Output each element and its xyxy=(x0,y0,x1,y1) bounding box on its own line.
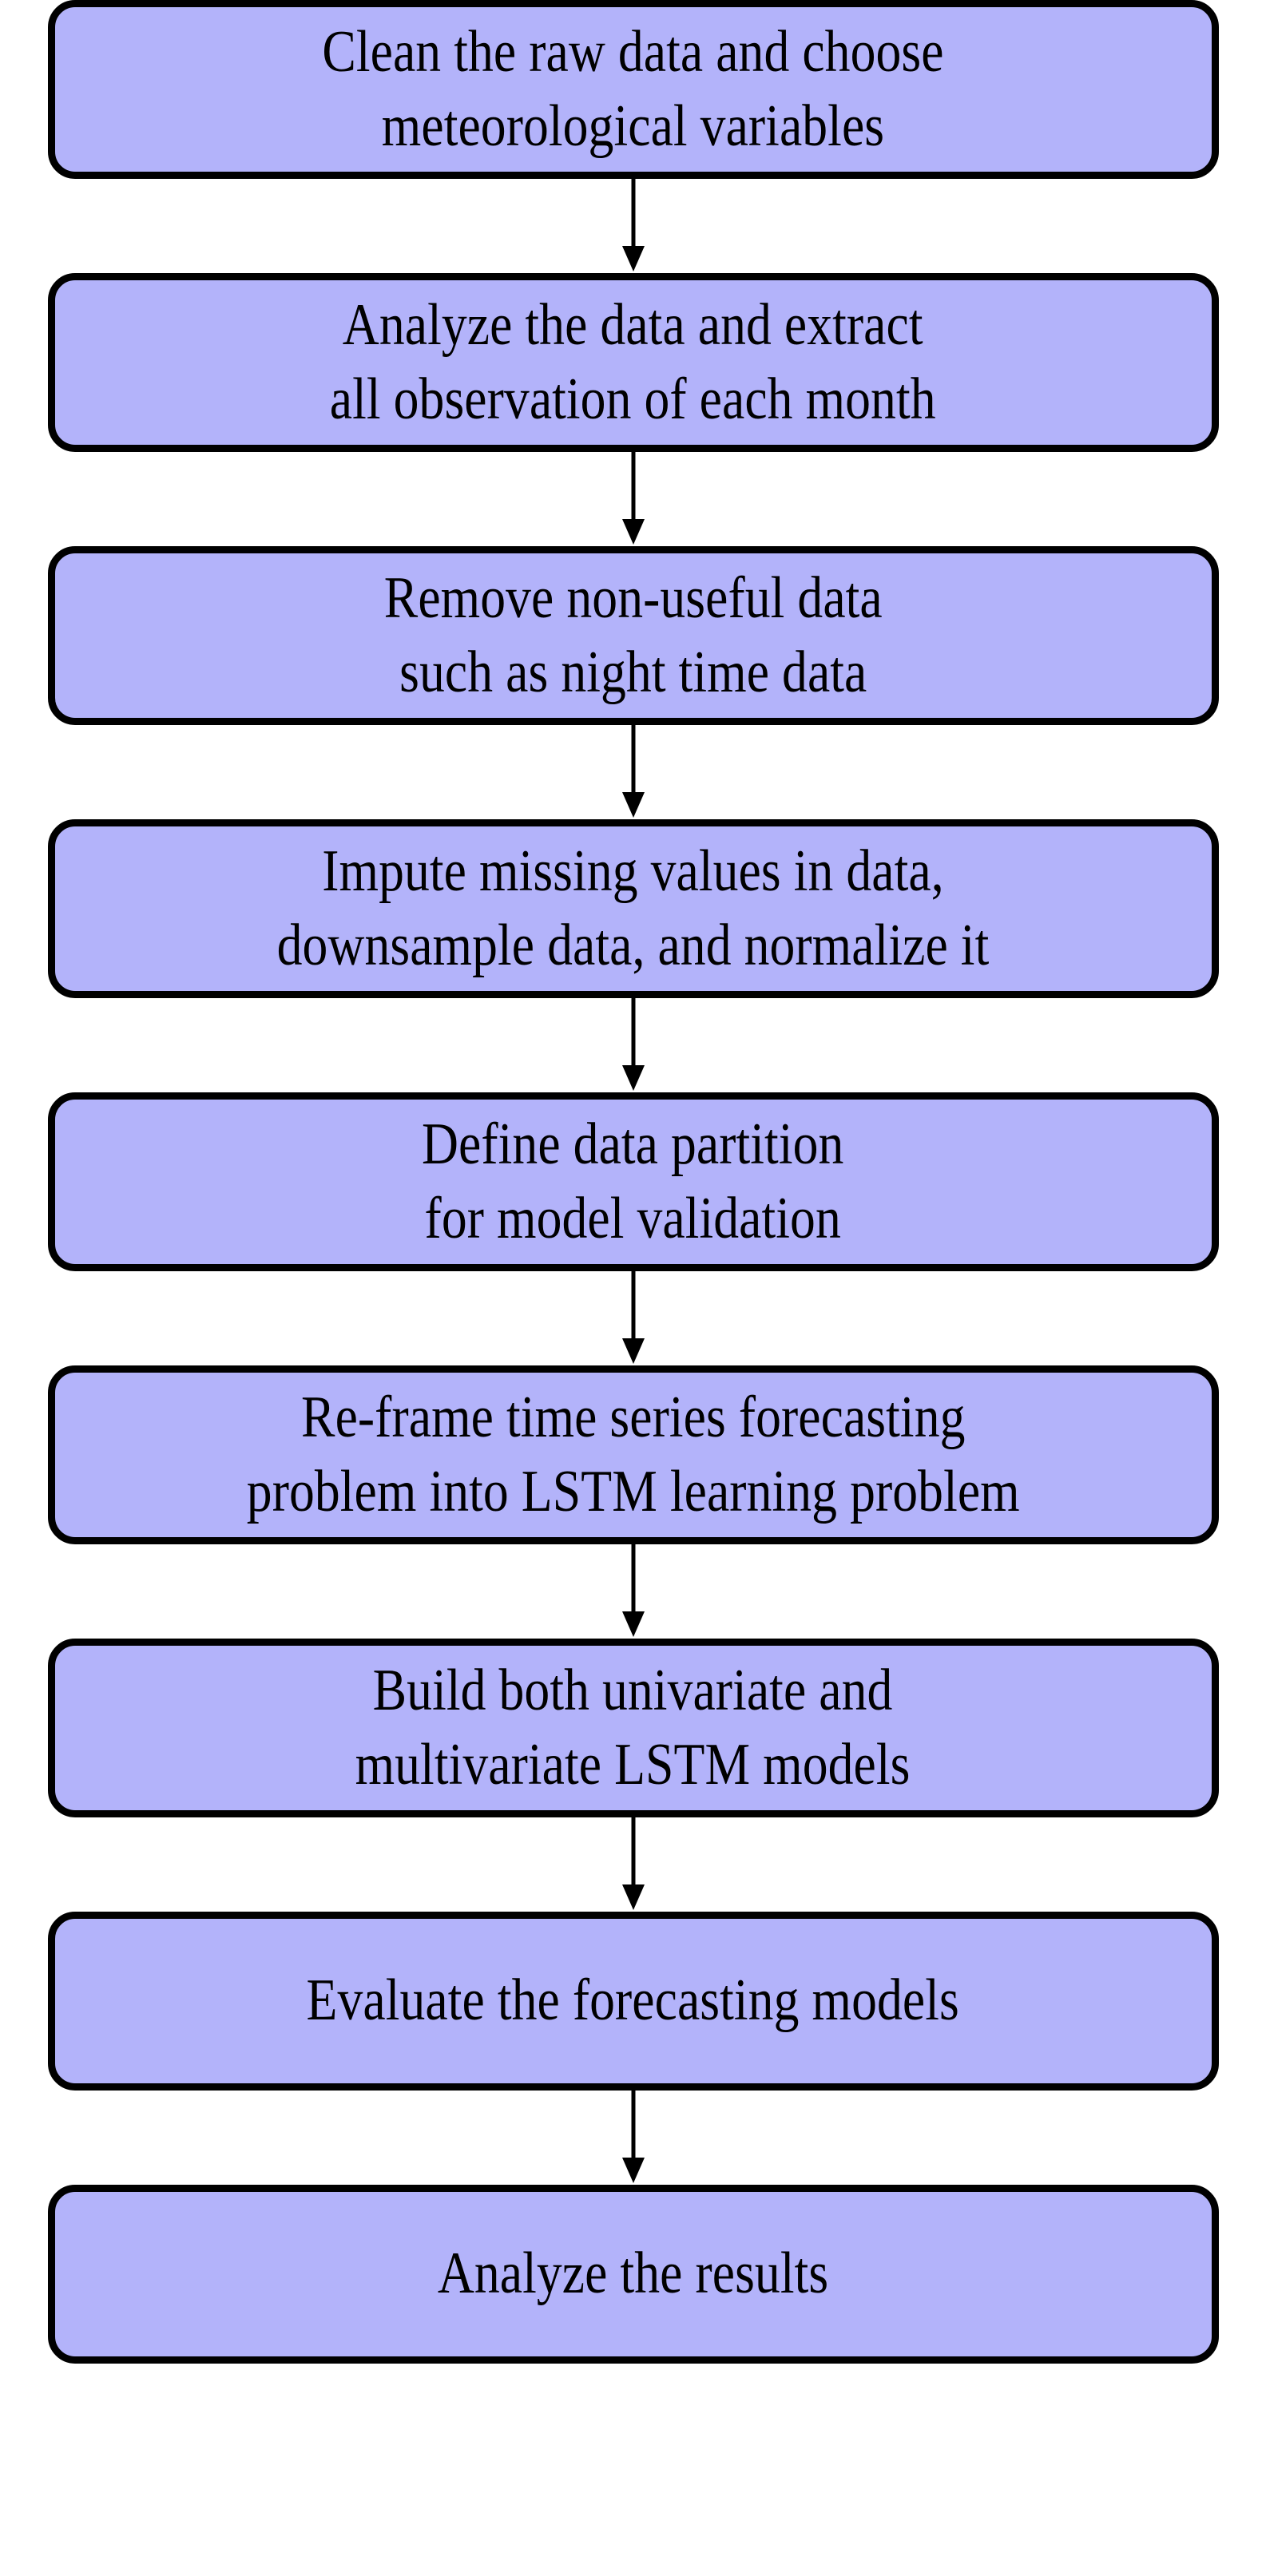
flow-node-label: Define data partition for model validati… xyxy=(422,1111,844,1251)
flow-node-step-3[interactable]: Remove non-useful data such as night tim… xyxy=(47,546,1219,725)
flow-arrow-7-8 xyxy=(48,1817,1219,1912)
flow-node-label: Analyze the data and extract all observa… xyxy=(330,291,936,432)
flow-node-step-6[interactable]: Re-frame time series forecasting problem… xyxy=(47,1365,1219,1544)
flow-node-step-1[interactable]: Clean the raw data and choose meteorolog… xyxy=(47,0,1219,179)
flow-node-label: Re-frame time series forecasting problem… xyxy=(246,1384,1020,1524)
flow-node-label: Build both univariate and multivariate L… xyxy=(355,1657,911,1797)
flow-node-label: Evaluate the forecasting models xyxy=(306,1968,960,2034)
flow-node-step-2[interactable]: Analyze the data and extract all observa… xyxy=(47,273,1219,452)
flow-arrow-2-3 xyxy=(48,452,1219,546)
flow-arrow-5-6 xyxy=(48,1271,1219,1365)
flow-arrow-1-2 xyxy=(48,179,1219,273)
flow-arrow-6-7 xyxy=(48,1544,1219,1639)
flow-node-label: Clean the raw data and choose meteorolog… xyxy=(322,18,944,159)
flow-node-step-9[interactable]: Analyze the results xyxy=(47,2185,1219,2364)
flow-column: Clean the raw data and choose meteorolog… xyxy=(47,0,1219,2364)
flow-arrow-3-4 xyxy=(48,725,1219,819)
flow-arrow-8-9 xyxy=(48,2091,1219,2185)
flow-node-label: Impute missing values in data, downsampl… xyxy=(276,838,990,978)
flow-node-label: Analyze the results xyxy=(437,2241,829,2307)
flow-node-step-4[interactable]: Impute missing values in data, downsampl… xyxy=(47,819,1219,998)
flow-node-step-5[interactable]: Define data partition for model validati… xyxy=(47,1092,1219,1271)
flow-arrow-4-5 xyxy=(48,998,1219,1092)
flow-node-step-7[interactable]: Build both univariate and multivariate L… xyxy=(47,1639,1219,1817)
flow-node-label: Remove non-useful data such as night tim… xyxy=(383,565,883,705)
flow-node-step-8[interactable]: Evaluate the forecasting models xyxy=(47,1912,1219,2091)
